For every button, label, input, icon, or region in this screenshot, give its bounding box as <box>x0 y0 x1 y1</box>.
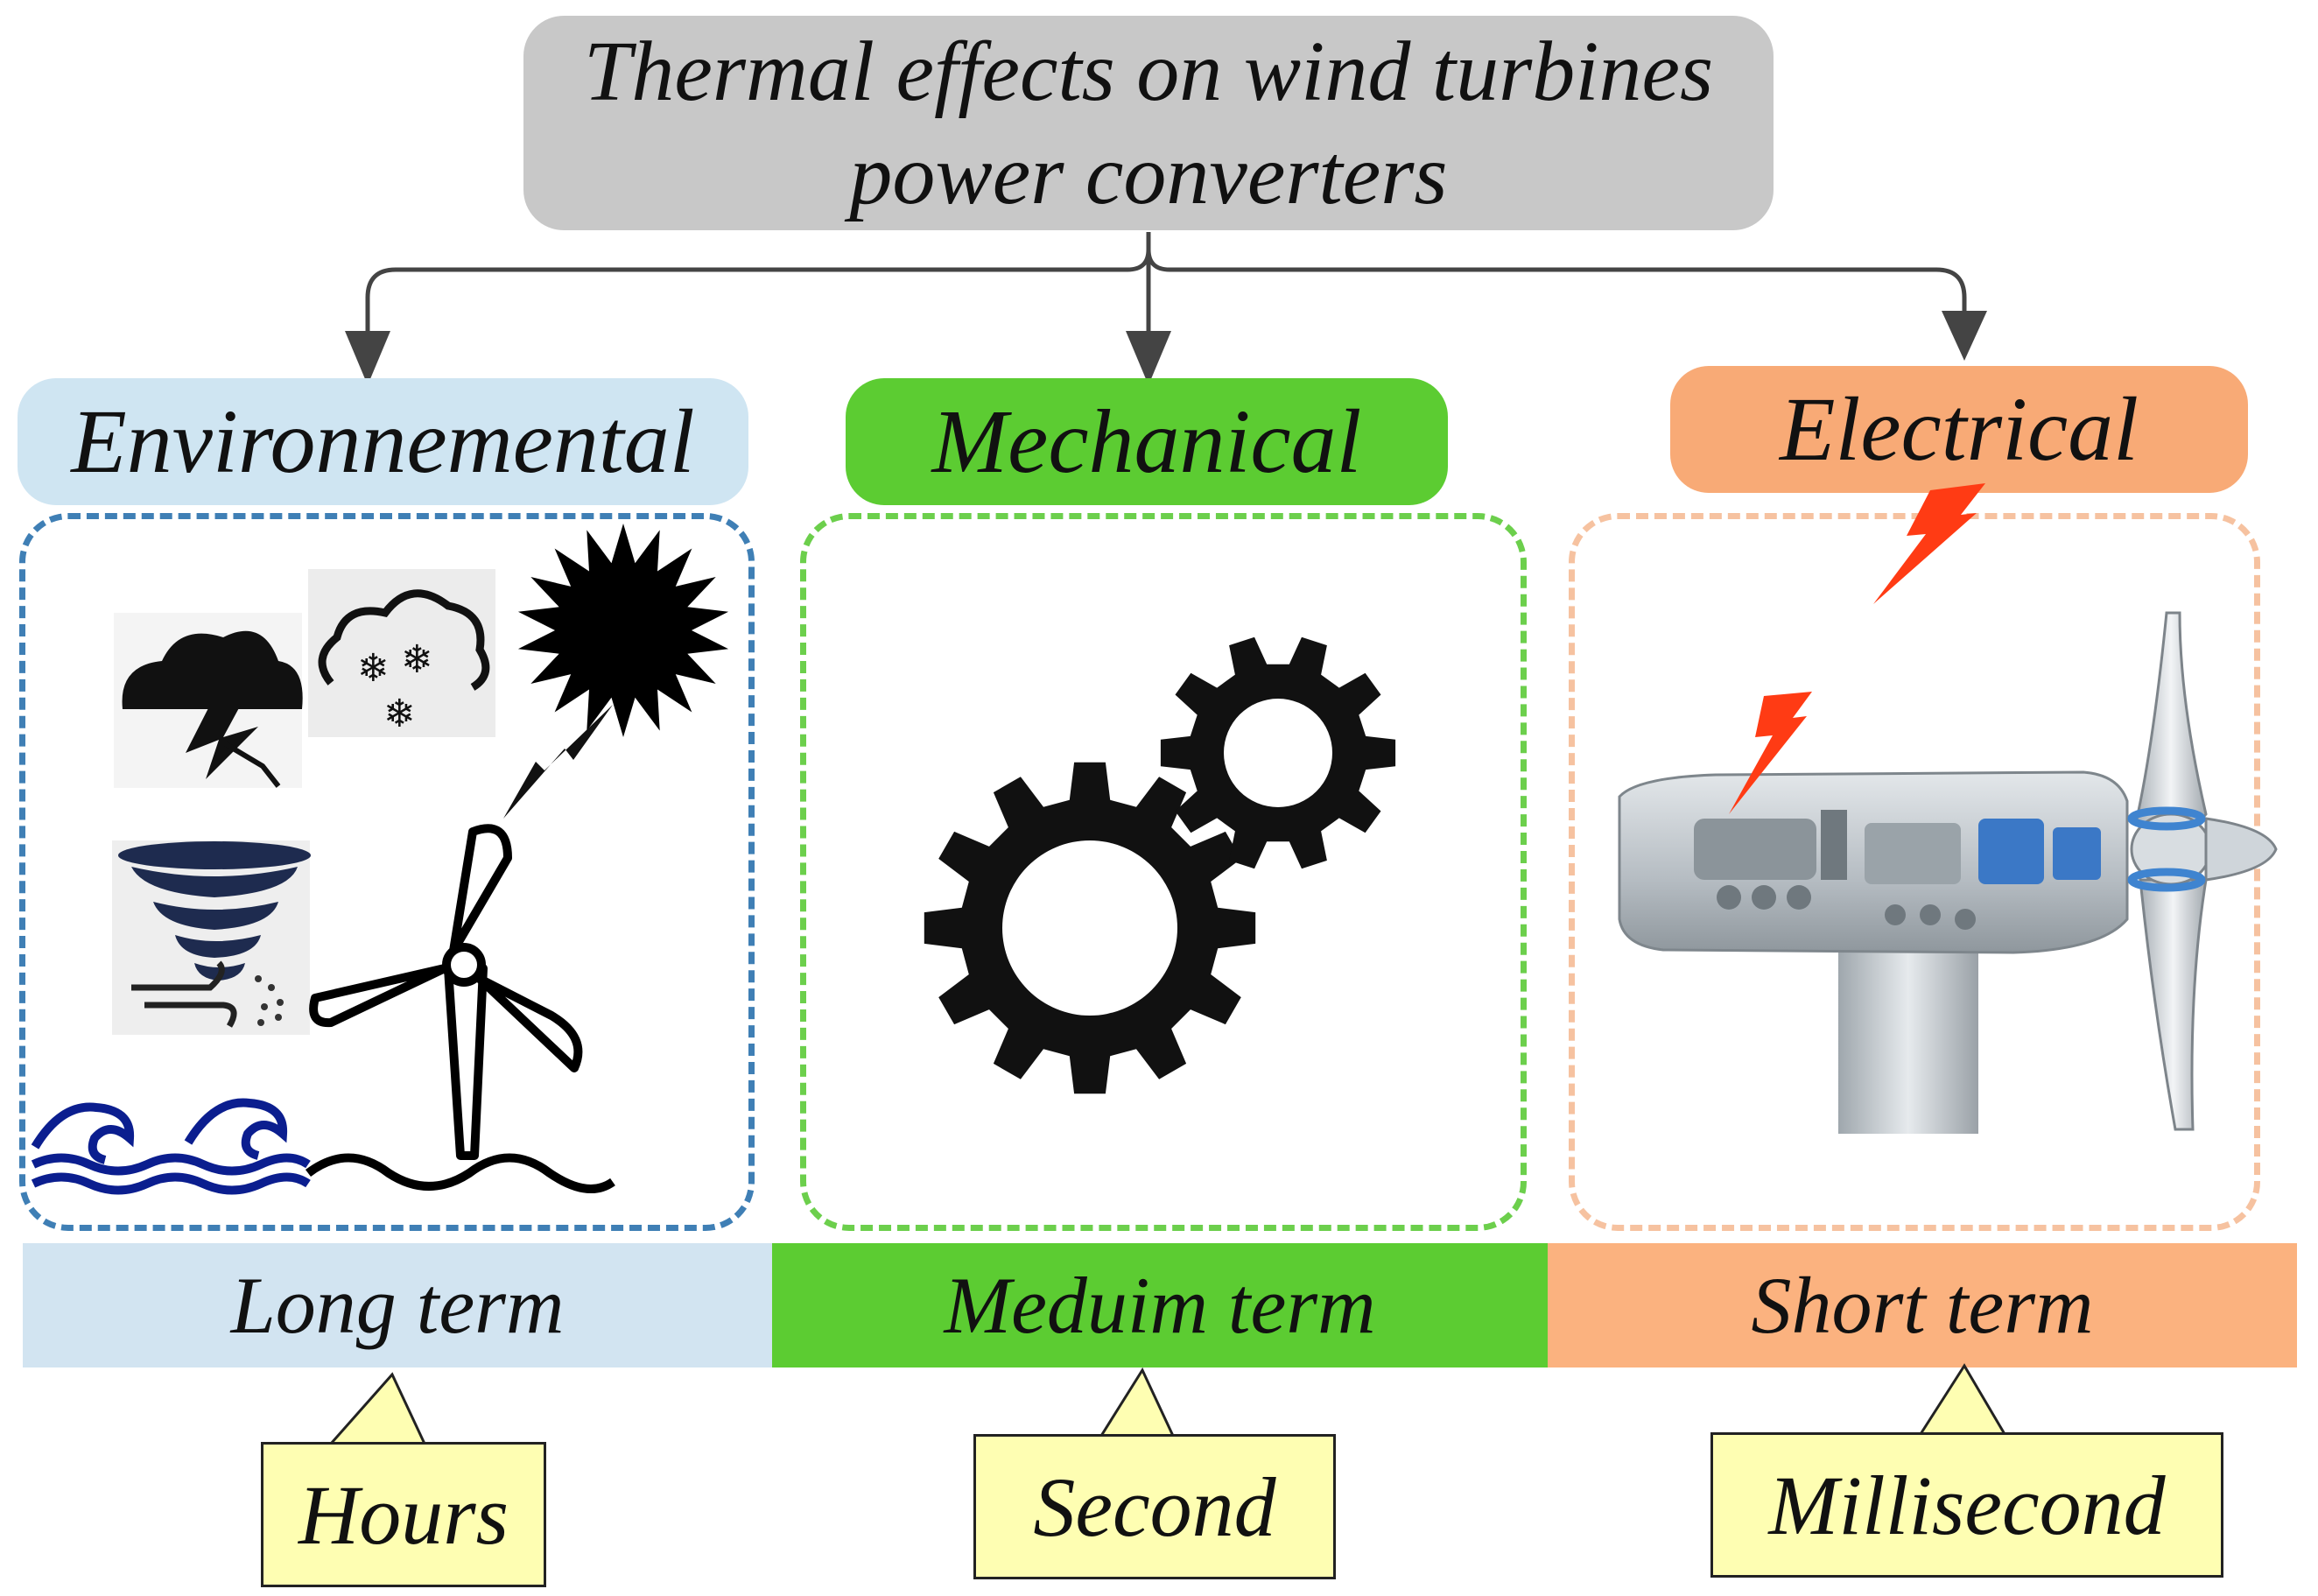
lightning-icon <box>1729 483 1985 814</box>
wind-turbine-icon <box>309 824 583 1160</box>
title-box: Thermal effects on wind turbines power c… <box>523 16 1774 230</box>
svg-text:❄: ❄ <box>357 646 390 691</box>
arrowhead-environmental <box>345 331 390 385</box>
pointer-second <box>1099 1367 1175 1437</box>
callout-hours: Hours <box>261 1442 546 1587</box>
title-line-2: power converters <box>849 127 1448 222</box>
storm-cloud-icon <box>114 613 303 788</box>
title-line-1: Thermal effects on wind turbines <box>583 24 1714 119</box>
mechanical-frame <box>800 513 1527 1231</box>
pointer-hours <box>329 1372 426 1445</box>
sea-waves-icon <box>305 1153 615 1193</box>
sun-icon <box>503 524 729 819</box>
tornado-icon <box>112 840 311 1035</box>
pointer-millisecond <box>1919 1363 2006 1435</box>
category-electrical: Electrical <box>1670 366 2248 493</box>
svg-text:❄: ❄ <box>401 637 433 682</box>
arrowhead-mechanical <box>1126 331 1171 385</box>
term-short: Short term <box>1548 1243 2297 1367</box>
gears-icon <box>924 636 1396 1094</box>
arrowhead-electrical <box>1942 311 1987 361</box>
term-medium: Meduim term <box>772 1243 1548 1367</box>
snow-cloud-icon: ❄ ❄ ❄ <box>308 569 495 737</box>
svg-text:❄: ❄ <box>383 692 416 736</box>
environmental-frame <box>19 513 755 1231</box>
electrical-frame <box>1569 513 2260 1231</box>
term-long: Long term <box>23 1243 772 1367</box>
callout-millisecond: Millisecond <box>1710 1432 2223 1578</box>
nacelle-icon <box>1618 611 2278 1134</box>
category-mechanical: Mechanical <box>846 378 1448 505</box>
arrow-to-electrical <box>1146 249 1967 313</box>
category-environmental: Environnemental <box>18 378 748 505</box>
callout-second: Second <box>973 1434 1336 1579</box>
waves-icon <box>31 1098 311 1195</box>
